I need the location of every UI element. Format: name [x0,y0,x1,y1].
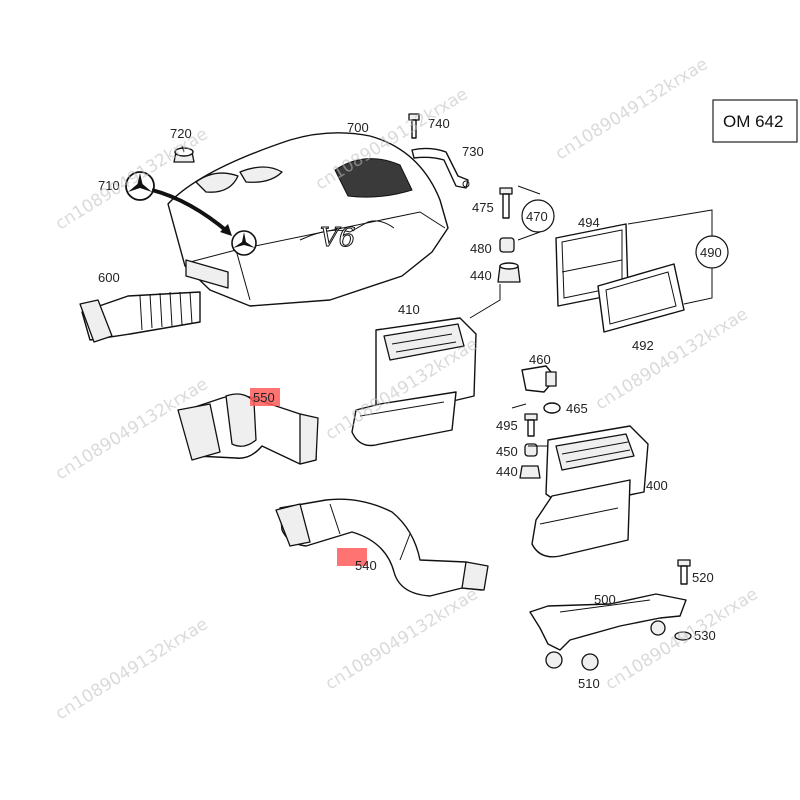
svg-text:cn1089049132krxae: cn1089049132krxae [52,614,212,724]
airbox-410[interactable] [351,317,477,447]
highlight-540 [337,548,367,566]
label-465: 465 [566,401,588,416]
mount-440-lower[interactable] [519,465,541,479]
label-700: 700 [347,120,369,135]
label-520: 520 [692,570,714,585]
bolt-495[interactable] [524,413,538,437]
airbox-400[interactable] [531,425,649,558]
label-492: 492 [632,338,654,353]
label-480: 480 [470,241,492,256]
label-400: 400 [646,478,668,493]
bracket-730[interactable] [411,147,470,189]
label-550: 550 [253,390,275,405]
label-475: 475 [472,200,494,215]
callout-490 [695,235,729,269]
label-460: 460 [529,352,551,367]
bolt-740[interactable] [408,113,420,139]
bushing-480[interactable] [499,237,515,253]
sensor-460[interactable] [521,365,557,393]
mount-510[interactable] [545,620,666,671]
emblem-710[interactable] [125,171,155,201]
inlet-duct-600[interactable] [79,291,201,343]
mount-440-upper[interactable] [497,262,521,283]
filter-492[interactable] [597,263,685,333]
label-720: 720 [170,126,192,141]
label-510: 510 [578,676,600,691]
label-530: 530 [694,628,716,643]
bushing-450[interactable] [524,443,538,457]
duct-550[interactable] [177,393,319,465]
bracket-500[interactable] [529,593,687,651]
bolt-475[interactable] [499,187,513,219]
label-440-upper: 440 [470,268,492,283]
label-410: 410 [398,302,420,317]
oring-465[interactable] [543,402,561,414]
label-730: 730 [462,144,484,159]
label-500: 500 [594,592,616,607]
label-440-lower: 440 [496,464,518,479]
svg-text:cn1089049132krxae: cn1089049132krxae [552,54,712,164]
label-490: 490 [700,245,722,260]
engine-label-box: OM 642 [712,99,798,143]
svg-text:cn1089049132krxae: cn1089049132krxae [322,584,482,694]
svg-text:V6: V6 [320,223,355,253]
label-710: 710 [98,178,120,193]
emblem-arrow [151,188,230,234]
label-470: 470 [526,209,548,224]
bolt-520[interactable] [677,559,691,585]
duct-540[interactable] [275,498,489,597]
label-600: 600 [98,270,120,285]
callout-470 [521,199,555,233]
engine-label: OM 642 [723,112,783,131]
bushing-530[interactable] [674,631,692,641]
label-450: 450 [496,444,518,459]
label-494: 494 [578,215,600,230]
label-495: 495 [496,418,518,433]
engine-cover-700[interactable]: V6 [167,132,449,307]
label-740: 740 [428,116,450,131]
highlight-550 [250,388,280,406]
label-540: 540 [355,558,377,573]
